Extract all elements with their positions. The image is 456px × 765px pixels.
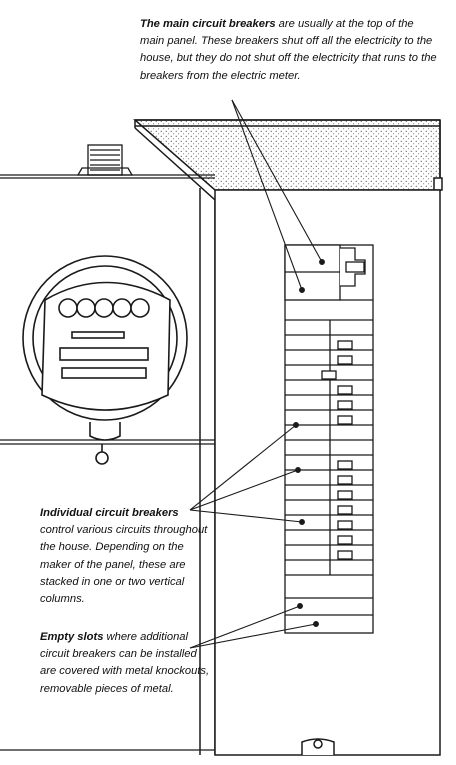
main-breakers-caption: The main circuit breakers are usually at…	[140, 16, 440, 85]
electric-meter-icon	[22, 255, 188, 465]
empty-slots-caption: Empty slots where additional circuit bre…	[40, 629, 210, 698]
callout-leaders	[189, 99, 325, 649]
individual-breakers-caption: Individual circuit breakers control vari…	[40, 505, 215, 608]
breaker-column	[284, 244, 374, 634]
empty-slots-title: Empty slots	[40, 631, 104, 643]
main-breakers-body: are usually at the top of the main panel…	[140, 18, 437, 82]
main-breakers-title: The main circuit breakers	[140, 18, 276, 30]
individual-breakers-title: Individual circuit breakers	[40, 507, 179, 519]
individual-breakers-body: control various circuits throughout the …	[40, 524, 208, 606]
meter-mast	[76, 144, 134, 176]
empty-slots-body: where additional circuit breakers can be…	[40, 631, 210, 695]
breaker-toggle-icon	[285, 319, 373, 616]
